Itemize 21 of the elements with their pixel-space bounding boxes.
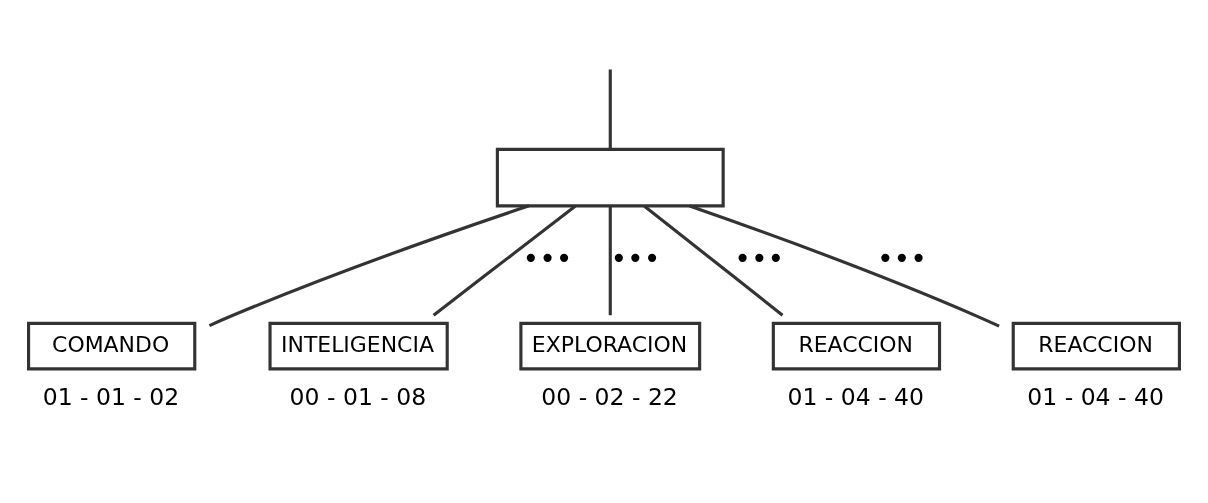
edge-label: •••	[522, 241, 573, 275]
connector	[432, 204, 577, 317]
node-label: 01 - 04 - 40	[787, 382, 925, 411]
node-box: REACCION	[771, 321, 942, 371]
node-box: COMANDO	[27, 321, 197, 371]
node-box: INTELIGENCIA	[268, 321, 449, 371]
edge-label: •••	[876, 241, 927, 275]
connector	[689, 204, 1000, 328]
node-label: 00 - 01 - 08	[289, 382, 427, 411]
node-label: 00 - 02 - 22	[541, 382, 678, 411]
node-label: 01 - 04 - 40	[1027, 382, 1164, 411]
connector	[608, 206, 612, 316]
node-box: EXPLORACION	[519, 321, 702, 371]
connector	[208, 204, 530, 327]
edge-label: •••	[610, 241, 661, 275]
edge-label: •••	[734, 241, 785, 275]
node-label: 01 - 01 - 02	[42, 382, 180, 411]
node-box: REACCION	[1011, 321, 1181, 371]
node-box	[495, 147, 725, 208]
connector	[608, 69, 612, 150]
connector	[643, 204, 784, 317]
